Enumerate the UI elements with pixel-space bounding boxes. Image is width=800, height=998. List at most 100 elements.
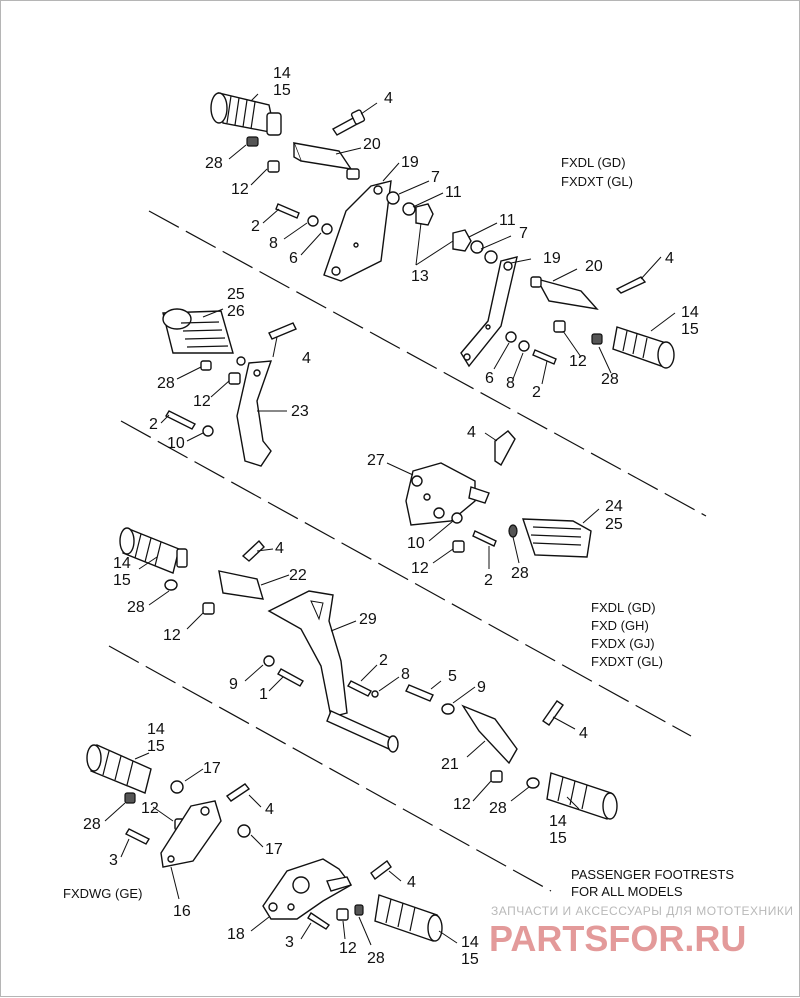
callout-9: 9	[229, 676, 238, 693]
caption-fxdxt-gl-top: FXDXT (GL)	[561, 174, 633, 189]
callout-4: 4	[665, 250, 674, 267]
callout-20: 20	[363, 136, 381, 153]
callout-2: 2	[379, 652, 388, 669]
callout-4: 4	[579, 725, 588, 742]
bolt-4-e	[542, 700, 564, 726]
pin-b	[236, 356, 246, 366]
nut-12-d	[202, 602, 215, 615]
callout-4: 4	[265, 801, 274, 818]
footpeg-14-bottom-right	[374, 894, 443, 942]
callout-12: 12	[569, 353, 587, 370]
screw-2-a	[275, 203, 300, 219]
callout-21: 21	[441, 756, 459, 773]
bracket-16	[160, 800, 222, 868]
bolt-4-c	[494, 430, 516, 467]
callout-28: 28	[489, 800, 507, 817]
caption-fxdwg-ge: FXDWG (GE)	[63, 886, 142, 901]
callout-14: 14	[461, 934, 479, 951]
top-right-parts	[452, 229, 675, 369]
bushing-17-a	[170, 780, 184, 794]
callout-28: 28	[205, 155, 223, 172]
top-left-bracket-20	[292, 142, 360, 180]
footpeg-14-bottom-left	[86, 744, 152, 794]
screw-2-b	[165, 410, 196, 430]
top-left-footpeg	[210, 92, 282, 136]
callout-14: 14	[681, 304, 699, 321]
bolt-5	[405, 684, 434, 702]
washer-6-a	[321, 223, 333, 235]
callout-17: 17	[265, 841, 283, 858]
arm-21	[461, 704, 518, 765]
washer-28-f	[124, 792, 136, 804]
footpeg-14-right	[546, 772, 618, 820]
callout-15: 15	[273, 82, 291, 99]
callout-13: 13	[411, 268, 429, 285]
washer-8-a	[307, 215, 319, 227]
model-captions: FXDL (GD) FXDXT (GL) FXDL (GD) FXD (GH) …	[63, 155, 734, 901]
callout-12: 12	[453, 796, 471, 813]
nut-12-a	[267, 160, 280, 173]
callout-6: 6	[485, 370, 494, 387]
callout-3: 3	[109, 852, 118, 869]
callout-25: 25	[605, 516, 623, 533]
callout-14: 14	[273, 65, 291, 82]
washer-7-a	[386, 191, 400, 205]
caption-fxdl-gd: FXDL (GD)	[591, 600, 656, 615]
callout-23: 23	[291, 403, 309, 420]
watermark-brand: PARTSFOR.RU	[489, 918, 746, 959]
nut-13-a	[415, 203, 434, 226]
top-left-bolt-4	[331, 109, 366, 136]
callout-12: 12	[339, 940, 357, 957]
caption-fxdx-gj: FXDX (GJ)	[591, 636, 655, 651]
washer-11-a	[402, 202, 416, 216]
callout-12: 12	[141, 800, 159, 817]
washer-28-e	[526, 777, 540, 789]
callout-12: 12	[231, 181, 249, 198]
nut-12-g	[336, 908, 349, 921]
washer-9-f	[441, 703, 455, 715]
washer-28-a	[246, 136, 259, 147]
callout-16: 16	[173, 903, 191, 920]
callout-28: 28	[127, 599, 145, 616]
callout-12: 12	[163, 627, 181, 644]
screw-1	[277, 668, 304, 687]
callout-17: 17	[203, 760, 221, 777]
washer-28-c	[508, 524, 518, 538]
callout-15: 15	[549, 830, 567, 847]
footboard-right-24	[522, 518, 592, 558]
callout-14: 14	[147, 721, 165, 738]
callout-24: 24	[605, 498, 623, 515]
callout-2: 2	[532, 384, 541, 401]
nut-12-c	[452, 540, 465, 553]
watermark-tagline: ЗАПЧАСТИ И АКСЕССУАРЫ ДЛЯ МОТОТЕХНИКИ	[491, 904, 793, 918]
callout-8: 8	[506, 375, 515, 392]
callout-28: 28	[511, 565, 529, 582]
caption-passenger-1: PASSENGER FOOTRESTS	[571, 867, 734, 882]
screw-2-e	[347, 680, 372, 697]
callout-11: 11	[445, 184, 462, 201]
callout-18: 18	[227, 926, 245, 943]
callout-5: 5	[448, 668, 457, 685]
callout-2: 2	[149, 416, 158, 433]
bolt-4-g	[370, 859, 392, 881]
bushing-17-b	[237, 824, 251, 838]
callout-12: 12	[193, 393, 211, 410]
footpeg-14-left	[119, 527, 188, 574]
mount-27	[405, 462, 490, 526]
callout-14: 14	[549, 813, 567, 830]
watermark: ЗАПЧАСТИ И АКСЕССУАРЫ ДЛЯ МОТОТЕХНИКИ PA…	[489, 904, 793, 959]
callout-4: 4	[275, 540, 284, 557]
callout-9: 9	[477, 679, 486, 696]
callout-29: 29	[359, 611, 377, 628]
callout-15: 15	[113, 572, 131, 589]
screw-3-a	[125, 828, 150, 845]
callout-26: 26	[227, 303, 245, 320]
screw-2-c	[472, 530, 497, 547]
callout-11: 11	[499, 212, 516, 229]
callout-4: 4	[407, 874, 416, 891]
clamp-22	[218, 570, 264, 600]
top-left-plate-19	[323, 180, 392, 282]
callout-2: 2	[251, 218, 260, 235]
callout-labels: 14 15 4 20 28 12 19 7 11 2 8 6 13 11 7 1…	[83, 65, 699, 968]
